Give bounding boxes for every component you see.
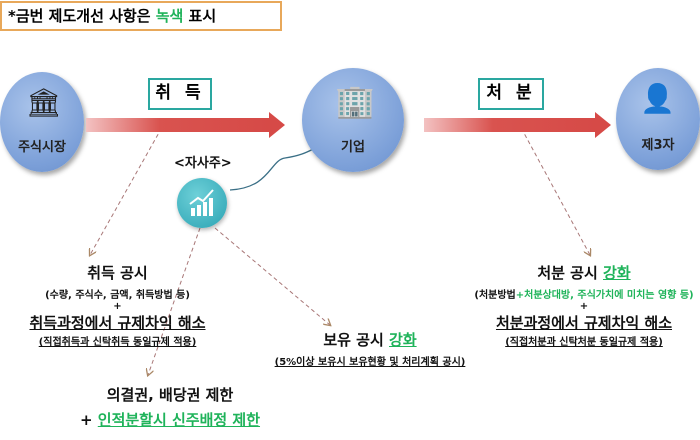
person-icon: 👤 (640, 82, 675, 115)
acquisition-green-title: 취득과정에서 규제차익 해소 (29, 314, 206, 332)
holding-block: 보유 공시 강화 (5%이상 보유시 보유현황 및 처리계획 공시) (250, 329, 490, 368)
acquisition-plus: + (113, 301, 122, 312)
disposal-plus: + (579, 301, 589, 312)
disposal-title-green: 강화 (603, 264, 631, 282)
growth-chart-icon (189, 189, 214, 216)
acquire-dashed-line (90, 121, 166, 255)
disposal-title: 처분 공시 (537, 264, 604, 282)
disposal-detail-green: +처분상대방, 주식가치에 미치는 영향 등) (515, 290, 694, 301)
acquire-arrow (86, 118, 270, 132)
disposal-detail-black: (처분방법 (474, 290, 516, 301)
disposal-block: 처분 공시 강화 (처분방법+처분상대방, 주식가치에 미치는 영향 등) + … (470, 262, 698, 348)
company-node: 🏢 기업 (302, 68, 404, 172)
rights-title: 의결권, 배당권 제한 (106, 386, 234, 404)
acquisition-block: 취득 공시 (수량, 주식수, 금액, 취득방법 등) + 취득과정에서 규제차… (0, 262, 235, 348)
holding-detail: (5%이상 보유시 보유현황 및 처리계획 공시) (274, 357, 466, 368)
legend-suffix: 표시 (183, 7, 217, 25)
treasury-label: <자사주> (174, 156, 232, 171)
company-label: 기업 (341, 140, 365, 155)
rights-green: 인적분할시 신주배정 제한 (97, 411, 261, 429)
dispose-step-label: 처 분 (478, 78, 544, 110)
dispose-arrow (424, 118, 596, 132)
disposal-green-title: 처분과정에서 규제차익 해소 (495, 314, 673, 332)
legend-box: *금번 제도개선 사항은 녹색 표시 (0, 1, 282, 31)
treasury-node (177, 178, 227, 228)
acquire-step-label: 취 득 (148, 78, 212, 110)
acquisition-title: 취득 공시 (87, 264, 148, 282)
legend-text: *금번 제도개선 사항은 (8, 7, 156, 25)
acquisition-detail: (수량, 주식수, 금액, 취득방법 등) (45, 290, 190, 301)
market-label: 주식시장 (18, 140, 66, 155)
rights-dashed-line (148, 227, 201, 375)
holding-title: 보유 공시 (323, 331, 390, 349)
rights-plus: + (79, 411, 98, 429)
legend-highlight: 녹색 (155, 7, 184, 25)
building-icon: 🏢 (335, 82, 375, 120)
acquire-arrow-head (269, 112, 285, 138)
dispose-dashed-line (517, 121, 590, 255)
acquisition-green-detail: (직접취득과 신탁취득 동일규제 적용) (38, 337, 197, 348)
third-party-node: 👤 제3자 (616, 68, 700, 170)
third-party-label: 제3자 (641, 138, 675, 153)
dispose-arrow-head (595, 112, 611, 138)
holding-title-green: 강화 (389, 331, 417, 349)
market-node: 🏛 주식시장 (0, 72, 84, 172)
rights-block: 의결권, 배당권 제한 + 인적분할시 신주배정 제한 (40, 384, 300, 430)
bank-icon: 🏛 (26, 86, 62, 119)
disposal-green-detail: (직접처분과 신탁처분 동일규제 적용) (505, 337, 663, 348)
